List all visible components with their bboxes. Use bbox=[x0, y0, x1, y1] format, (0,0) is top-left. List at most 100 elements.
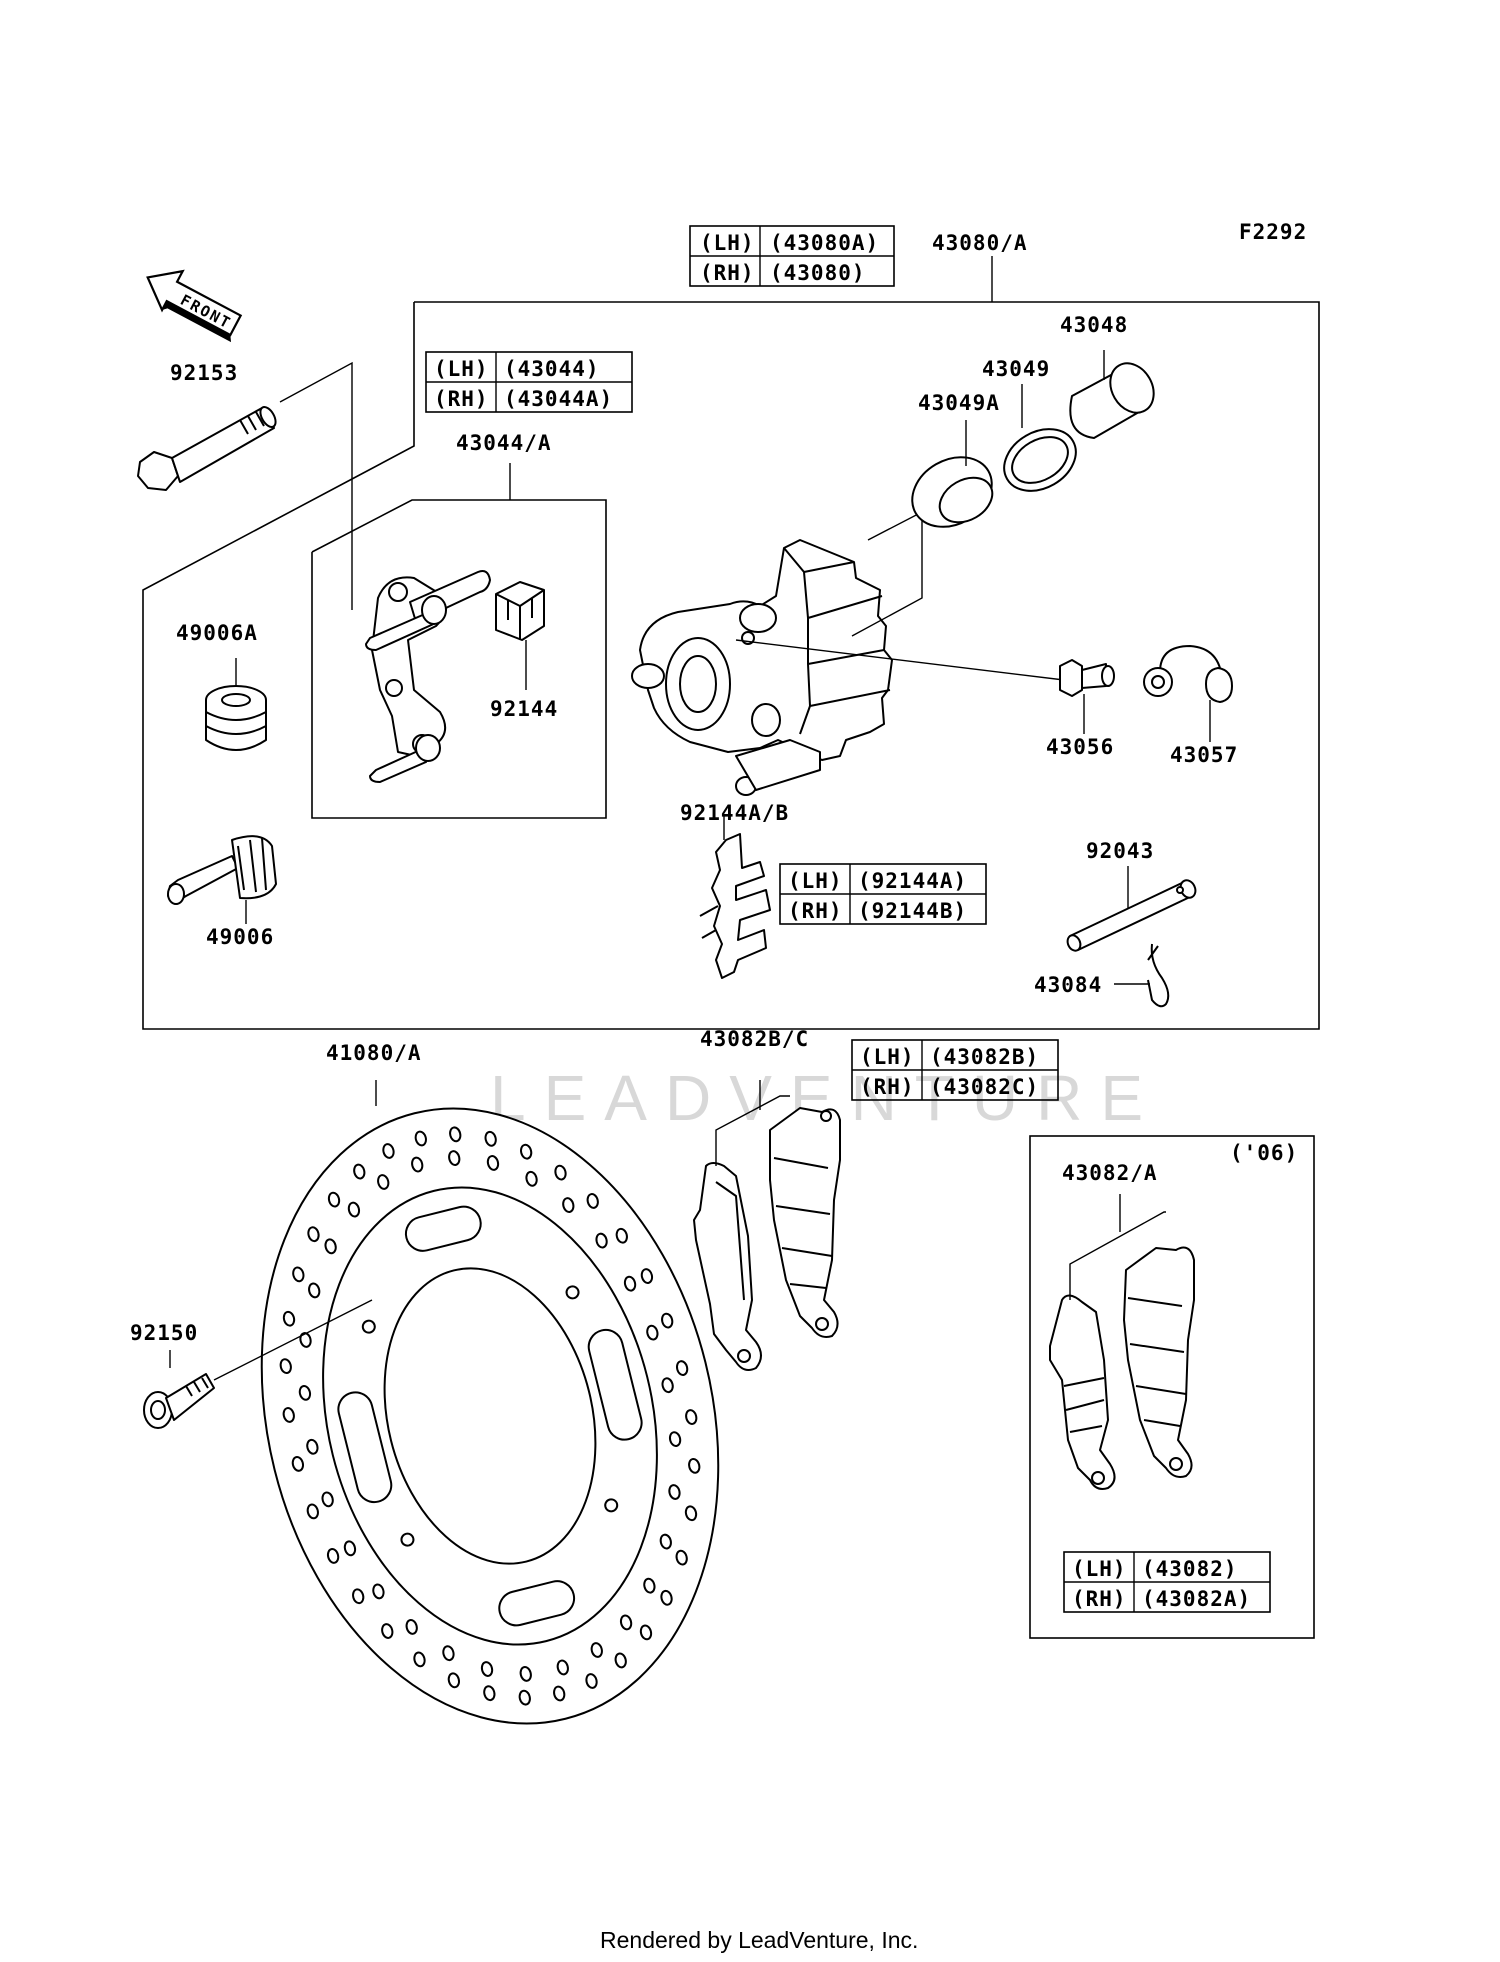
figure-code: F2292 bbox=[1239, 220, 1307, 244]
disc-hole bbox=[668, 1484, 681, 1500]
footer-credit: Rendered by LeadVenture, Inc. bbox=[600, 1927, 918, 1953]
label-43049A: 43049A bbox=[918, 391, 1000, 415]
brake-disc-41080 bbox=[260, 1107, 720, 1725]
table-43082-rh-part: (43082A) bbox=[1142, 1587, 1251, 1611]
disc-hole bbox=[405, 1619, 418, 1635]
pin-boot-49006 bbox=[167, 835, 277, 905]
label-92043: 92043 bbox=[1086, 839, 1154, 863]
front-arrow-icon: FRONT bbox=[146, 269, 243, 343]
disc-hole bbox=[483, 1685, 496, 1702]
label-43082A: 43082/A bbox=[1062, 1161, 1158, 1185]
leader-43082BC bbox=[715, 1095, 790, 1166]
disc-hole bbox=[307, 1226, 320, 1243]
disc-hole bbox=[326, 1548, 340, 1564]
leader-43082A bbox=[1069, 1211, 1166, 1300]
disc-hole bbox=[306, 1438, 319, 1455]
disc-hole bbox=[377, 1174, 390, 1190]
label-43082BC: 43082B/C bbox=[700, 1027, 809, 1051]
table-43080-lh: (LH) bbox=[700, 231, 755, 255]
table-43044-rh-part: (43044A) bbox=[504, 387, 613, 411]
disc-hole bbox=[299, 1332, 312, 1348]
clip-92144 bbox=[495, 581, 545, 641]
disc-hole bbox=[646, 1324, 659, 1341]
bracket-assembly-frame bbox=[311, 499, 607, 819]
disc-hole bbox=[411, 1156, 424, 1173]
seal-43049A bbox=[911, 456, 994, 528]
disc-hole bbox=[640, 1268, 654, 1284]
disc-hole bbox=[372, 1583, 385, 1600]
disc-hole bbox=[556, 1659, 569, 1676]
leader-43056-body bbox=[735, 639, 1065, 681]
disc-hole bbox=[447, 1672, 461, 1689]
disc-hole bbox=[643, 1577, 656, 1594]
label-92144: 92144 bbox=[490, 697, 558, 721]
table-43044-lh-part: (43044) bbox=[504, 357, 600, 381]
label-43080: 43080/A bbox=[932, 231, 1028, 255]
disc-hole bbox=[382, 1143, 395, 1159]
disc-hole bbox=[562, 1197, 575, 1213]
clip-43084 bbox=[1147, 943, 1170, 1008]
table-43082-lh: (LH) bbox=[1072, 1557, 1127, 1581]
disc-hole bbox=[639, 1624, 653, 1641]
bolt-92150 bbox=[143, 1373, 215, 1429]
disc-hole bbox=[660, 1589, 673, 1606]
pin-92043 bbox=[1066, 879, 1197, 952]
disc-hole bbox=[659, 1533, 672, 1550]
label-92153: 92153 bbox=[170, 361, 238, 385]
disc-hole bbox=[413, 1651, 426, 1668]
label-92150: 92150 bbox=[130, 1321, 198, 1345]
table-92144-lh-part: (92144A) bbox=[858, 869, 967, 893]
pads-2006-frame bbox=[1029, 1135, 1315, 1639]
table-43080-rh-part: (43080) bbox=[770, 261, 866, 285]
disc-hole bbox=[675, 1360, 689, 1376]
table-92144: (LH) (92144A) (RH) (92144B) bbox=[779, 863, 987, 925]
leader-piston-bracket bbox=[851, 510, 923, 637]
disc-hole bbox=[448, 1150, 461, 1166]
disc-hole bbox=[291, 1456, 305, 1472]
disc-hole bbox=[292, 1266, 305, 1283]
disc-hole bbox=[661, 1377, 674, 1394]
bolt-92153 bbox=[137, 406, 277, 491]
brake-pads-43082BC bbox=[693, 1107, 841, 1371]
table-92144-rh: (RH) bbox=[788, 899, 843, 923]
caliper-assembly-frame bbox=[142, 301, 1320, 1030]
disc-hole bbox=[554, 1164, 567, 1181]
label-43057: 43057 bbox=[1170, 743, 1238, 767]
table-43082BC-rh: (RH) bbox=[860, 1075, 915, 1099]
disc-hole bbox=[614, 1652, 627, 1669]
disc-hole bbox=[688, 1457, 701, 1474]
label-92144AB: 92144A/B bbox=[680, 801, 789, 825]
seal-43049 bbox=[1003, 428, 1077, 492]
brake-pads-43082 bbox=[1049, 1246, 1195, 1490]
disc-hole bbox=[381, 1623, 394, 1639]
disc-hole bbox=[519, 1666, 532, 1682]
label-43056: 43056 bbox=[1046, 735, 1114, 759]
disc-hole bbox=[449, 1126, 462, 1143]
disc-hole bbox=[442, 1645, 455, 1662]
label-43048: 43048 bbox=[1060, 313, 1128, 337]
table-43082BC-lh: (LH) bbox=[860, 1045, 915, 1069]
disc-hole bbox=[327, 1191, 341, 1208]
table-43082BC: (LH) (43082B) (RH) (43082C) bbox=[851, 1039, 1059, 1101]
disc-hole bbox=[675, 1549, 688, 1566]
table-43082-lh-part: (43082) bbox=[1142, 1557, 1238, 1581]
table-43080-lh-part: (43080A) bbox=[770, 231, 879, 255]
disc-hole bbox=[480, 1661, 494, 1677]
disc-hole bbox=[352, 1588, 365, 1605]
cap-43057 bbox=[1143, 645, 1233, 703]
disc-hole bbox=[525, 1170, 538, 1187]
table-92144-lh: (LH) bbox=[788, 869, 843, 893]
label-49006A: 49006A bbox=[176, 621, 258, 645]
disc-hole bbox=[595, 1232, 608, 1249]
table-43044-rh: (RH) bbox=[434, 387, 489, 411]
disc-hole bbox=[321, 1491, 334, 1508]
leader-92153 bbox=[279, 361, 353, 610]
label-year-06: ('06) bbox=[1230, 1141, 1298, 1165]
disc-hole bbox=[684, 1505, 698, 1522]
disc-hole bbox=[282, 1310, 296, 1327]
disc-hole bbox=[685, 1409, 698, 1425]
table-43082-rh: (RH) bbox=[1072, 1587, 1127, 1611]
leader-92150 bbox=[213, 1299, 373, 1381]
disc-hole bbox=[347, 1201, 361, 1218]
